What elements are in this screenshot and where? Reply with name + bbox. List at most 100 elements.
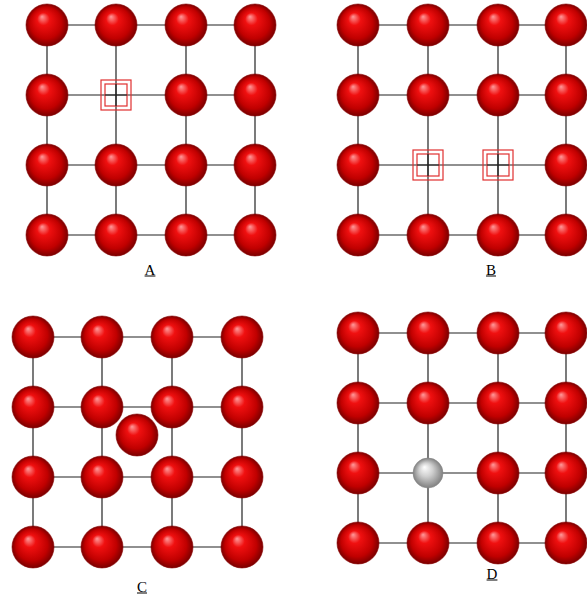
lattice-bond <box>33 546 242 547</box>
lattice-bond <box>171 337 172 547</box>
lattice-atom <box>407 4 449 46</box>
lattice-atom <box>26 144 68 186</box>
lattice-atom <box>337 4 379 46</box>
lattice-atom <box>165 144 207 186</box>
vacancy-cross <box>417 154 439 176</box>
lattice-bond <box>358 24 566 25</box>
lattice-bond <box>115 25 116 235</box>
lattice-bond <box>497 25 498 235</box>
lattice-atom <box>545 144 587 186</box>
lattice-atom <box>545 312 587 354</box>
lattice-bond <box>358 542 566 543</box>
lattice-atom <box>234 214 276 256</box>
lattice-bond <box>47 24 255 25</box>
lattice-bond <box>358 164 566 165</box>
lattice-atom <box>165 4 207 46</box>
lattice-atom <box>477 382 519 424</box>
lattice-atom <box>151 526 193 568</box>
lattice-bond <box>47 164 255 165</box>
lattice-atom <box>151 456 193 498</box>
lattice-bond <box>33 336 242 337</box>
lattice-bond <box>427 333 428 543</box>
vacancy-square <box>417 154 439 176</box>
vacancy-square <box>105 84 127 106</box>
lattice-bond <box>101 337 102 547</box>
lattice-atom <box>81 316 123 358</box>
lattice-atom <box>337 144 379 186</box>
vacancy-square <box>483 150 513 180</box>
lattice-atom <box>151 316 193 358</box>
lattice-atom <box>407 214 449 256</box>
lattice-atom <box>81 386 123 428</box>
vacancy-symbol <box>483 150 513 180</box>
lattice-bond <box>357 25 358 235</box>
interstitial-atom <box>116 414 158 456</box>
lattice-atom <box>545 4 587 46</box>
lattice-bond <box>358 472 566 473</box>
lattice-atom <box>407 312 449 354</box>
lattice-bond <box>241 337 242 547</box>
lattice-panel <box>337 4 587 256</box>
lattice-atom <box>221 456 263 498</box>
panel-label: A <box>145 263 156 278</box>
substitutional-atom <box>413 458 443 488</box>
lattice-atom <box>12 456 54 498</box>
panel-label: C <box>137 580 147 595</box>
lattice-bond <box>427 25 428 235</box>
lattice-bond <box>46 25 47 235</box>
lattice-atom <box>12 386 54 428</box>
lattice-atom <box>81 456 123 498</box>
lattice-atom <box>234 4 276 46</box>
lattice-bond <box>357 333 358 543</box>
lattice-atom <box>545 74 587 116</box>
lattice-bond <box>47 234 255 235</box>
lattice-bond <box>565 333 566 543</box>
lattice-atom <box>407 74 449 116</box>
lattice-atom <box>477 522 519 564</box>
lattice-atom <box>407 382 449 424</box>
lattice-atom <box>477 214 519 256</box>
lattice-atom <box>337 382 379 424</box>
vacancy-square <box>413 150 443 180</box>
lattice-bond <box>33 406 242 407</box>
panel-label: D <box>487 567 498 582</box>
lattice-bond <box>358 234 566 235</box>
vacancy-cross <box>105 84 127 106</box>
lattice-atom <box>477 4 519 46</box>
lattice-atom <box>337 522 379 564</box>
lattice-bond <box>185 25 186 235</box>
vacancy-cross <box>487 154 509 176</box>
lattice-bond <box>254 25 255 235</box>
vacancy-symbol <box>413 150 443 180</box>
lattice-atom <box>337 312 379 354</box>
lattice-atom <box>12 316 54 358</box>
lattice-atom <box>337 452 379 494</box>
lattice-bond <box>32 337 33 547</box>
lattice-atom <box>95 144 137 186</box>
lattice-atom <box>151 386 193 428</box>
lattice-atom <box>26 214 68 256</box>
lattice-atom <box>12 526 54 568</box>
lattice-bond <box>565 25 566 235</box>
lattice-atom <box>477 452 519 494</box>
lattice-atom <box>95 214 137 256</box>
lattice-atom <box>221 316 263 358</box>
lattice-atom <box>545 522 587 564</box>
lattice-atom <box>95 4 137 46</box>
panel-label: B <box>486 263 496 278</box>
lattice-atom <box>407 522 449 564</box>
lattice-bond <box>358 94 566 95</box>
lattice-bond <box>358 402 566 403</box>
lattice-atom <box>545 214 587 256</box>
lattice-bond <box>33 476 242 477</box>
vacancy-symbol <box>101 80 131 110</box>
lattice-bond <box>497 333 498 543</box>
lattice-atom <box>477 312 519 354</box>
lattice-atom <box>26 74 68 116</box>
lattice-atom <box>545 382 587 424</box>
lattice-atom <box>26 4 68 46</box>
lattice-atom <box>337 214 379 256</box>
lattice-bond <box>47 94 255 95</box>
